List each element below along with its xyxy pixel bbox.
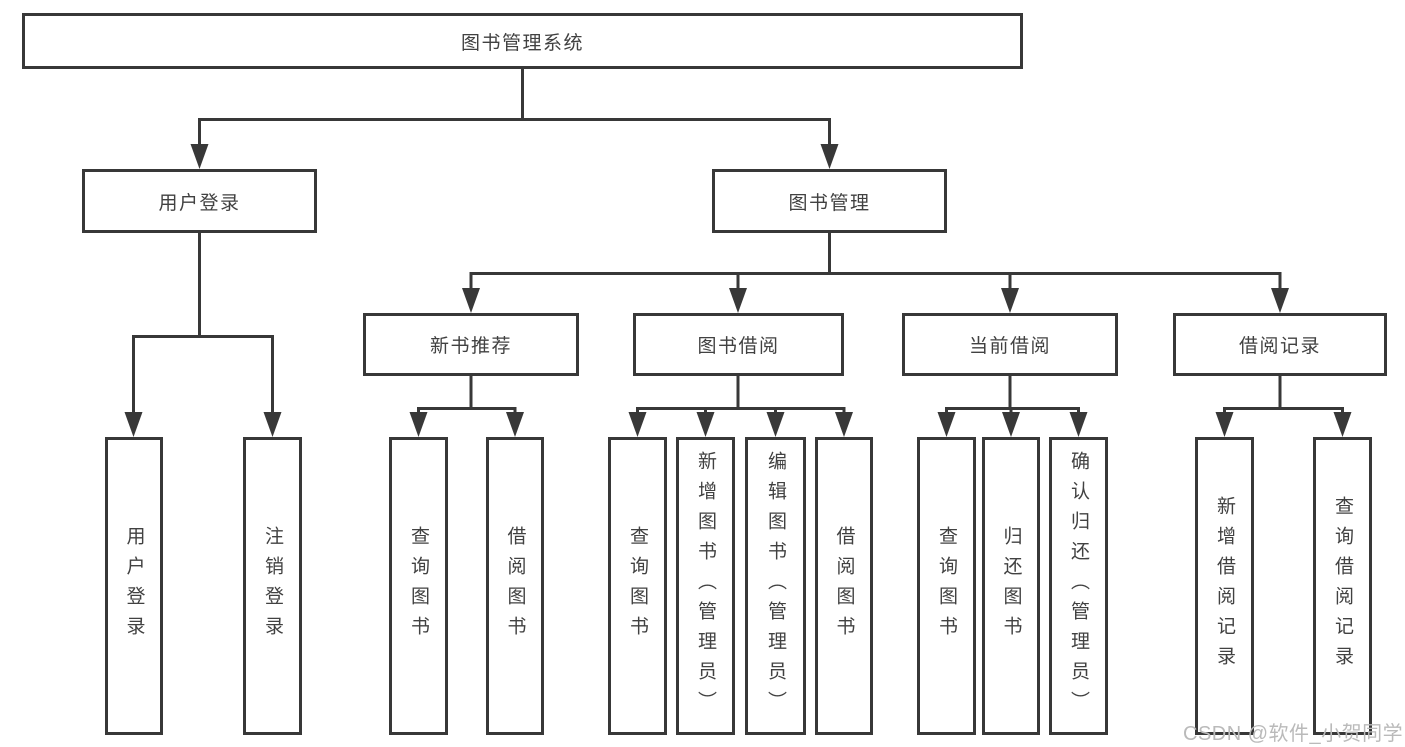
arrowhead [937, 412, 956, 437]
node-query-book-current: 查询图书 [917, 437, 976, 735]
arrowhead [1002, 412, 1020, 437]
node-edit-book-admin: 编辑图书（管理员） [745, 437, 806, 735]
node-book-management-label: 图书管理 [788, 192, 871, 214]
node-add-book-admin-label: 新增图书（管理员） [695, 451, 716, 721]
connector-borrow-records-children [1215, 376, 1352, 437]
arrowhead [409, 412, 428, 437]
connector-current-borrow-children [937, 376, 1088, 437]
arrowhead [628, 412, 647, 437]
arrowhead [1215, 412, 1234, 437]
connector-root-to-level2 [190, 69, 839, 169]
node-borrow-book-leaf: 借阅图书 [815, 437, 873, 735]
node-library-system: 图书管理系统 [22, 13, 1023, 69]
node-user-login-leaf: 用户登录 [105, 437, 163, 735]
arrowhead [190, 144, 209, 169]
node-query-borrow-record-label: 查询借阅记录 [1332, 496, 1353, 676]
node-book-borrowing-label: 图书借阅 [697, 336, 780, 357]
arrowhead [462, 288, 480, 313]
node-query-book-recommend: 查询图书 [389, 437, 448, 735]
csdn-watermark: CSDN @软件_小贺同学 [1183, 723, 1404, 745]
connector-user-login-children [124, 233, 282, 437]
connector-new-book-children [409, 376, 524, 437]
arrowhead [506, 412, 524, 437]
node-query-borrow-record: 查询借阅记录 [1313, 437, 1372, 735]
arrowhead [1333, 412, 1352, 437]
node-add-borrow-record: 新增借阅记录 [1195, 437, 1254, 735]
node-library-system-label: 图书管理系统 [460, 32, 584, 54]
node-user-login: 用户登录 [82, 169, 317, 233]
connector-book-borrow-children [628, 376, 853, 437]
node-new-book-recommend-label: 新书推荐 [429, 336, 512, 357]
node-borrowing-records-label: 借阅记录 [1238, 336, 1321, 357]
node-confirm-return-admin: 确认归还（管理员） [1049, 437, 1108, 735]
node-return-book-label: 归还图书 [1000, 526, 1022, 646]
arrowhead [696, 412, 715, 437]
arrowhead [820, 144, 839, 169]
arrowhead [263, 412, 282, 437]
node-current-borrowing: 当前借阅 [902, 313, 1118, 376]
arrowhead [1069, 412, 1088, 437]
node-borrow-book-recommend-label: 借阅图书 [504, 526, 526, 646]
node-book-borrowing: 图书借阅 [633, 313, 844, 376]
node-add-borrow-record-label: 新增借阅记录 [1214, 496, 1235, 676]
arrowhead [729, 288, 747, 313]
node-return-book: 归还图书 [982, 437, 1040, 735]
arrowhead [1001, 288, 1019, 313]
node-borrowing-records: 借阅记录 [1173, 313, 1387, 376]
connector-book-management-children [462, 233, 1289, 313]
node-logout: 注销登录 [243, 437, 302, 735]
node-new-book-recommend: 新书推荐 [363, 313, 579, 376]
node-add-book-admin: 新增图书（管理员） [676, 437, 735, 735]
node-borrow-book-leaf-label: 借阅图书 [833, 526, 855, 646]
node-query-book-borrowing-label: 查询图书 [627, 526, 648, 646]
arrowhead [124, 412, 143, 437]
arrowhead [1271, 288, 1289, 313]
node-query-book-borrowing: 查询图书 [608, 437, 667, 735]
node-confirm-return-admin-label: 确认归还（管理员） [1068, 451, 1089, 721]
node-user-login-leaf-label: 用户登录 [123, 526, 145, 646]
arrowhead [835, 412, 853, 437]
node-query-book-recommend-label: 查询图书 [408, 526, 429, 646]
node-edit-book-admin-label: 编辑图书（管理员） [765, 451, 786, 721]
node-book-management: 图书管理 [712, 169, 947, 233]
node-query-book-current-label: 查询图书 [936, 526, 957, 646]
node-user-login-label: 用户登录 [158, 192, 241, 214]
node-logout-label: 注销登录 [262, 526, 283, 646]
node-borrow-book-recommend: 借阅图书 [486, 437, 544, 735]
node-current-borrowing-label: 当前借阅 [968, 336, 1051, 357]
arrowhead [766, 412, 785, 437]
